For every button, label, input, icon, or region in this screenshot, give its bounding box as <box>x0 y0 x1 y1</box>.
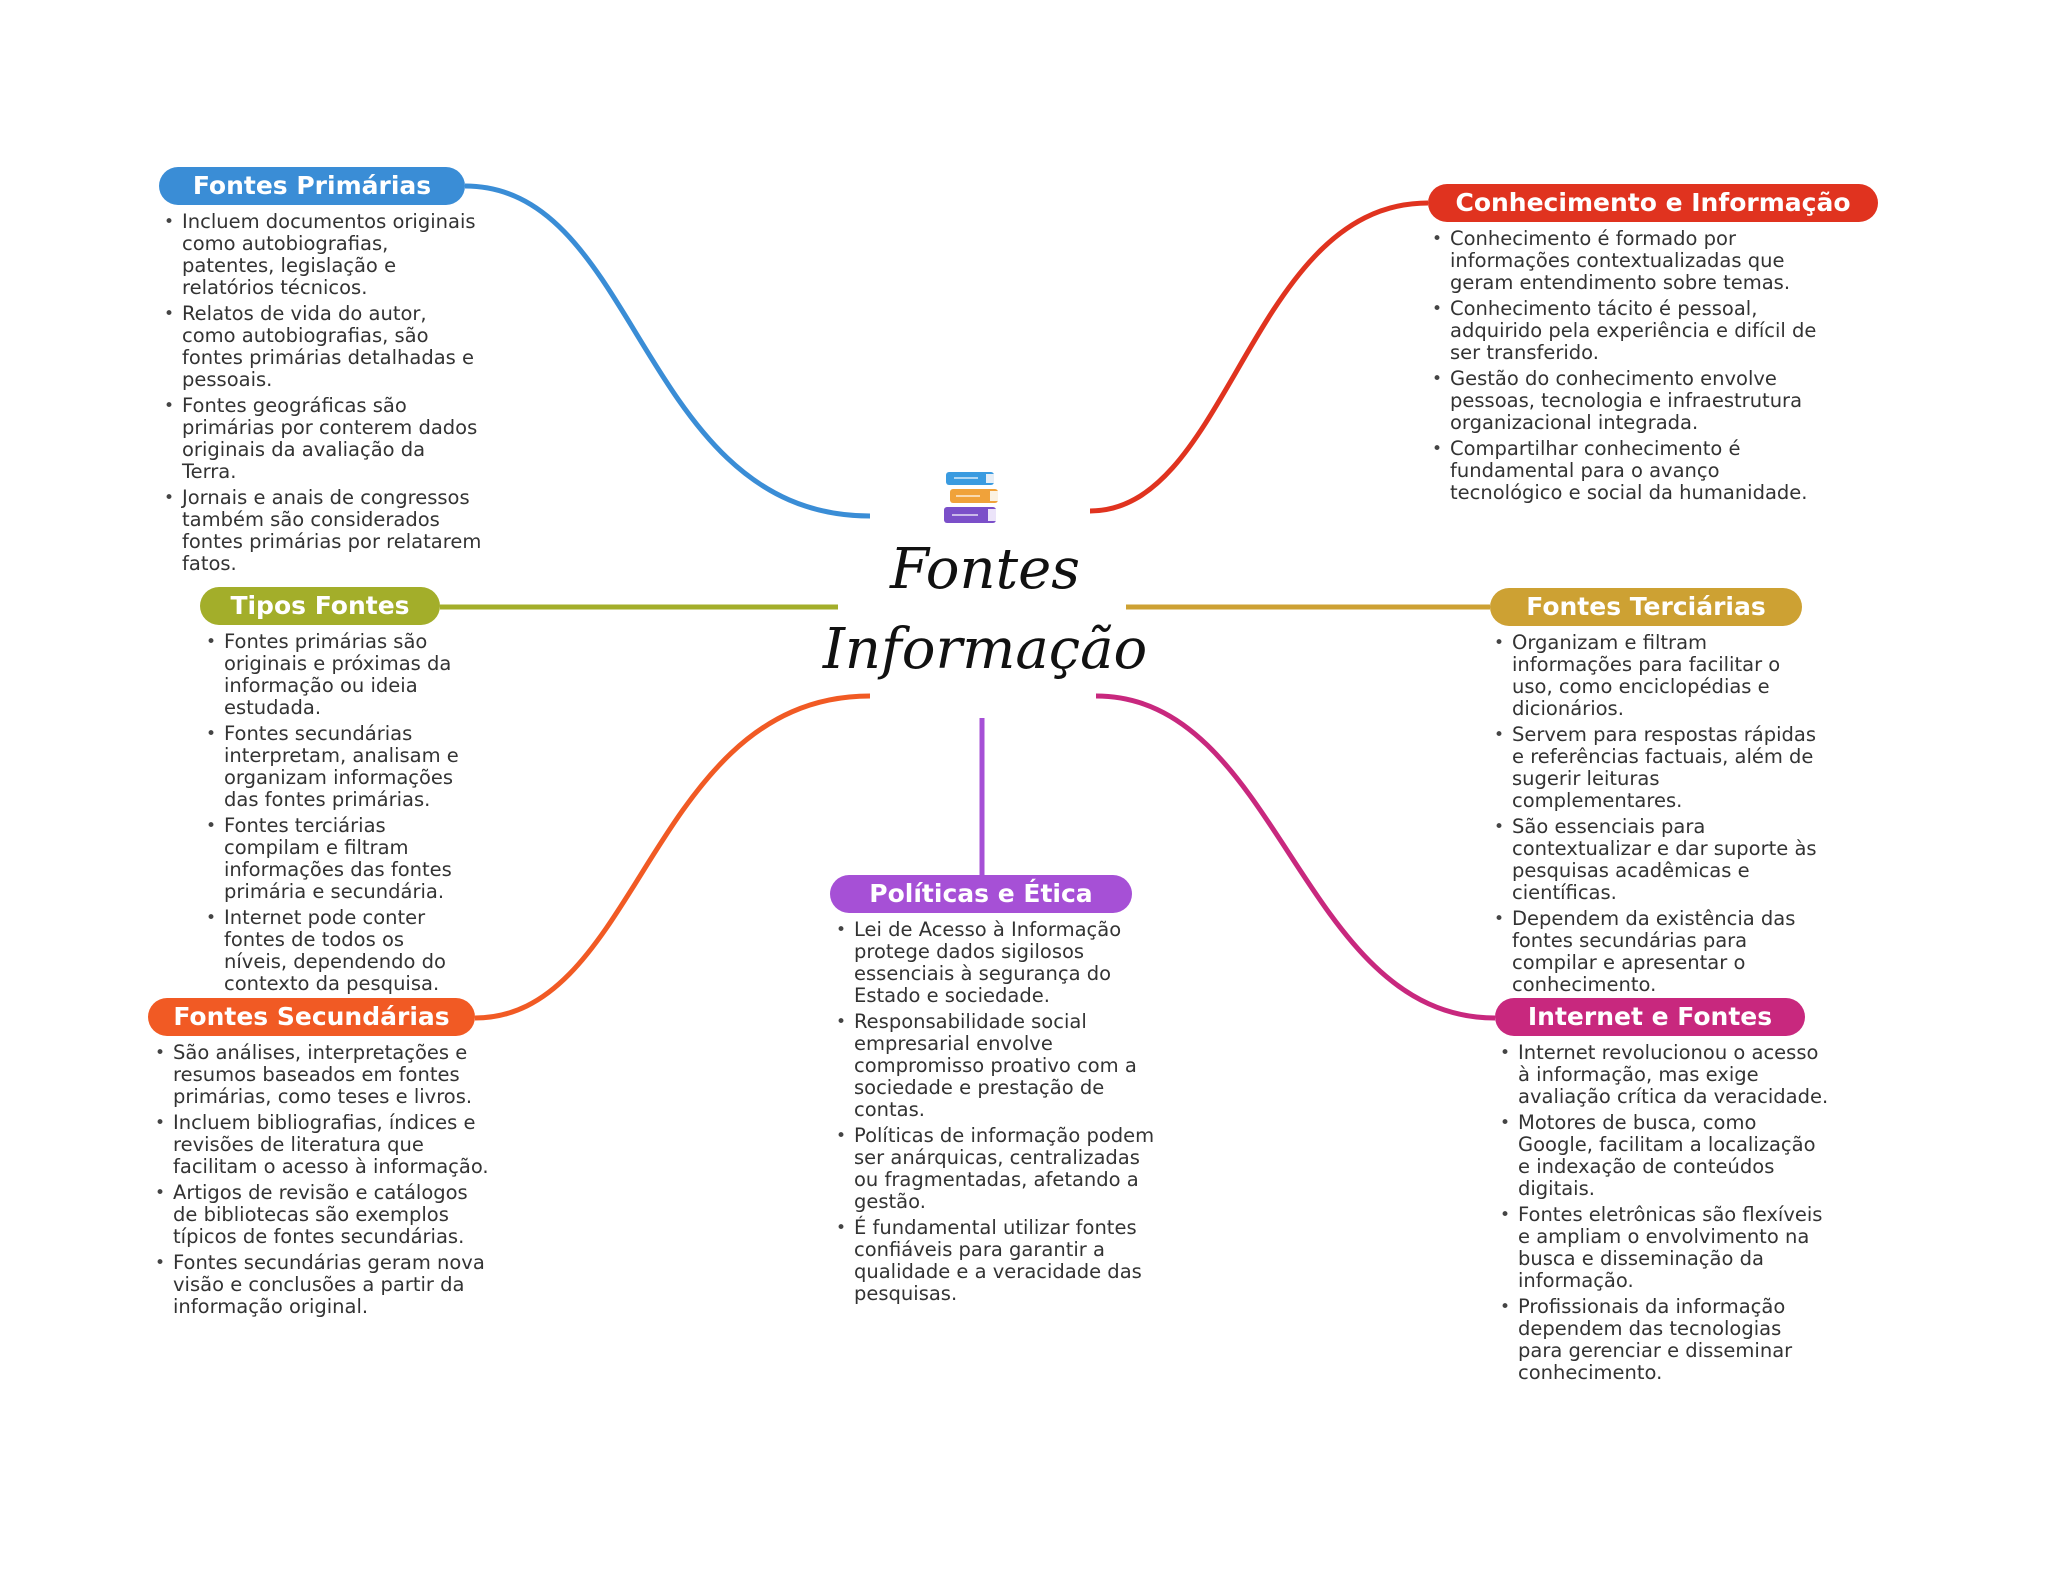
list-item: Profissionais da informação dependem das… <box>1500 1296 1830 1384</box>
list-item: Fontes geográficas são primárias por con… <box>164 395 482 483</box>
list-item: Fontes secundárias geram nova visão e co… <box>155 1252 495 1318</box>
list-item: Fontes terciárias compilam e filtram inf… <box>206 815 471 903</box>
list-item: São essenciais para contextualizar e dar… <box>1494 816 1824 904</box>
list-item: Internet revolucionou o acesso à informa… <box>1500 1042 1830 1108</box>
connector-conhecimento-informacao <box>1089 200 1429 514</box>
list-item: Internet pode conter fontes de todos os … <box>206 907 471 995</box>
list-item: É fundamental utilizar fontes confiáveis… <box>836 1217 1161 1305</box>
branch-list-tipos-fontes: Fontes primárias são originais e próxima… <box>206 631 471 999</box>
list-item: Servem para respostas rápidas e referênc… <box>1494 724 1824 812</box>
center-topic: Fontes Informação <box>820 530 1150 690</box>
list-item: São análises, interpretações e resumos b… <box>155 1042 495 1108</box>
list-item: Organizam e filtram informações para fac… <box>1494 632 1824 720</box>
list-item: Artigos de revisão e catálogos de biblio… <box>155 1182 495 1248</box>
branch-list-fontes-secundarias: São análises, interpretações e resumos b… <box>155 1042 495 1322</box>
branch-list-internet-fontes: Internet revolucionou o acesso à informa… <box>1500 1042 1830 1388</box>
list-item: Gestão do conhecimento envolve pessoas, … <box>1432 368 1832 434</box>
branch-list-conhecimento-informacao: Conhecimento é formado por informações c… <box>1432 228 1832 508</box>
list-item: Lei de Acesso à Informação protege dados… <box>836 919 1161 1007</box>
branch-list-fontes-primarias: Incluem documentos originais como autobi… <box>164 211 482 579</box>
connector-fontes-secundarias <box>474 693 871 1021</box>
branch-title-fontes-primarias[interactable]: Fontes Primárias <box>159 167 465 205</box>
branch-title-tipos-fontes[interactable]: Tipos Fontes <box>200 587 440 625</box>
branch-title-internet-fontes[interactable]: Internet e Fontes <box>1495 998 1805 1036</box>
center-title-line1: Fontes <box>890 537 1080 602</box>
list-item: Compartilhar conhecimento é fundamental … <box>1432 438 1832 504</box>
branch-title-politicas-etica[interactable]: Políticas e Ética <box>830 875 1132 913</box>
branch-title-fontes-terciarias[interactable]: Fontes Terciárias <box>1490 588 1802 626</box>
list-item: Fontes primárias são originais e próxima… <box>206 631 471 719</box>
list-item: Políticas de informação podem ser anárqu… <box>836 1125 1161 1213</box>
list-item: Responsabilidade social empresarial envo… <box>836 1011 1161 1121</box>
connector-fontes-primarias <box>464 183 871 519</box>
list-item: Jornais e anais de congressos também são… <box>164 487 482 575</box>
list-item: Motores de busca, como Google, facilitam… <box>1500 1112 1830 1200</box>
branch-title-fontes-secundarias[interactable]: Fontes Secundárias <box>148 998 475 1036</box>
center-title-line2: Informação <box>822 617 1148 682</box>
branch-list-politicas-etica: Lei de Acesso à Informação protege dados… <box>836 919 1161 1309</box>
branch-list-fontes-terciarias: Organizam e filtram informações para fac… <box>1494 632 1824 1000</box>
list-item: Incluem documentos originais como autobi… <box>164 211 482 299</box>
list-item: Fontes eletrônicas são flexíveis e ampli… <box>1500 1204 1830 1292</box>
list-item: Relatos de vida do autor, como autobiogr… <box>164 303 482 391</box>
list-item: Dependem da existência das fontes secund… <box>1494 908 1824 996</box>
branch-title-conhecimento-informacao[interactable]: Conhecimento e Informação <box>1428 184 1878 222</box>
list-item: Conhecimento é formado por informações c… <box>1432 228 1832 294</box>
books-icon <box>944 472 998 523</box>
list-item: Conhecimento tácito é pessoal, adquirido… <box>1432 298 1832 364</box>
connector-internet-fontes <box>1095 693 1496 1021</box>
list-item: Incluem bibliografias, índices e revisõe… <box>155 1112 495 1178</box>
list-item: Fontes secundárias interpretam, analisam… <box>206 723 471 811</box>
